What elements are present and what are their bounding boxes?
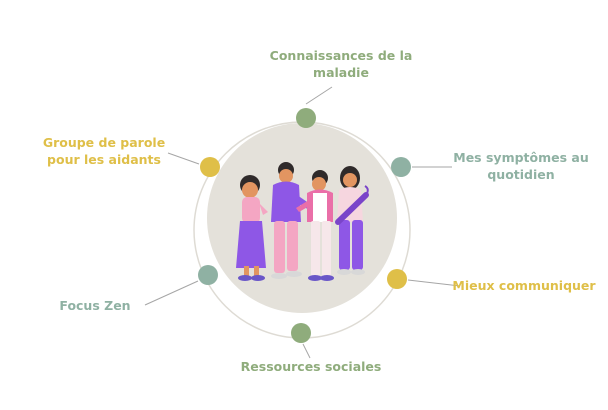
node-label-line: Mieux communiquer bbox=[452, 278, 596, 293]
node-label-communiquer[interactable]: Mieux communiquer bbox=[452, 278, 596, 293]
people-group-illustration bbox=[236, 162, 369, 281]
node-label-line: maladie bbox=[313, 65, 369, 80]
node-label-ressources[interactable]: Ressources sociales bbox=[241, 359, 382, 374]
node-label-line: quotidien bbox=[487, 167, 554, 182]
connector-focus bbox=[144, 280, 199, 306]
node-dot-ressources[interactable] bbox=[291, 323, 311, 343]
node-label-symptomes[interactable]: Mes symptômes au quotidien bbox=[453, 150, 588, 182]
person-woman-right bbox=[335, 166, 369, 275]
node-label-focus[interactable]: Focus Zen bbox=[59, 298, 130, 313]
connector-lines bbox=[144, 86, 461, 359]
node-dot-connaissances[interactable] bbox=[296, 108, 316, 128]
node-label-line: Ressources sociales bbox=[241, 359, 382, 374]
node-dot-communiquer[interactable] bbox=[387, 269, 407, 289]
person-man-pink bbox=[296, 170, 334, 281]
node-label-groupe[interactable]: Groupe de parole pour les aidants bbox=[43, 135, 165, 167]
node-label-line: Focus Zen bbox=[59, 298, 130, 313]
node-dot-groupe[interactable] bbox=[200, 157, 220, 177]
connector-ressources bbox=[302, 343, 311, 359]
person-woman-left bbox=[236, 175, 268, 281]
center-disc bbox=[207, 123, 397, 313]
node-label-line: Groupe de parole bbox=[43, 135, 165, 150]
person-man-purple bbox=[271, 162, 316, 279]
connector-connaissances bbox=[305, 86, 333, 105]
node-label-line: Mes symptômes au bbox=[453, 150, 588, 165]
node-label-connaissances[interactable]: Connaissances de la maladie bbox=[270, 48, 413, 80]
node-dots bbox=[198, 108, 411, 343]
connector-communiquer bbox=[407, 279, 461, 287]
node-dot-symptomes[interactable] bbox=[391, 157, 411, 177]
connector-groupe bbox=[167, 152, 200, 165]
node-dot-focus[interactable] bbox=[198, 265, 218, 285]
node-label-line: Connaissances de la bbox=[270, 48, 413, 63]
node-label-line: pour les aidants bbox=[47, 152, 161, 167]
